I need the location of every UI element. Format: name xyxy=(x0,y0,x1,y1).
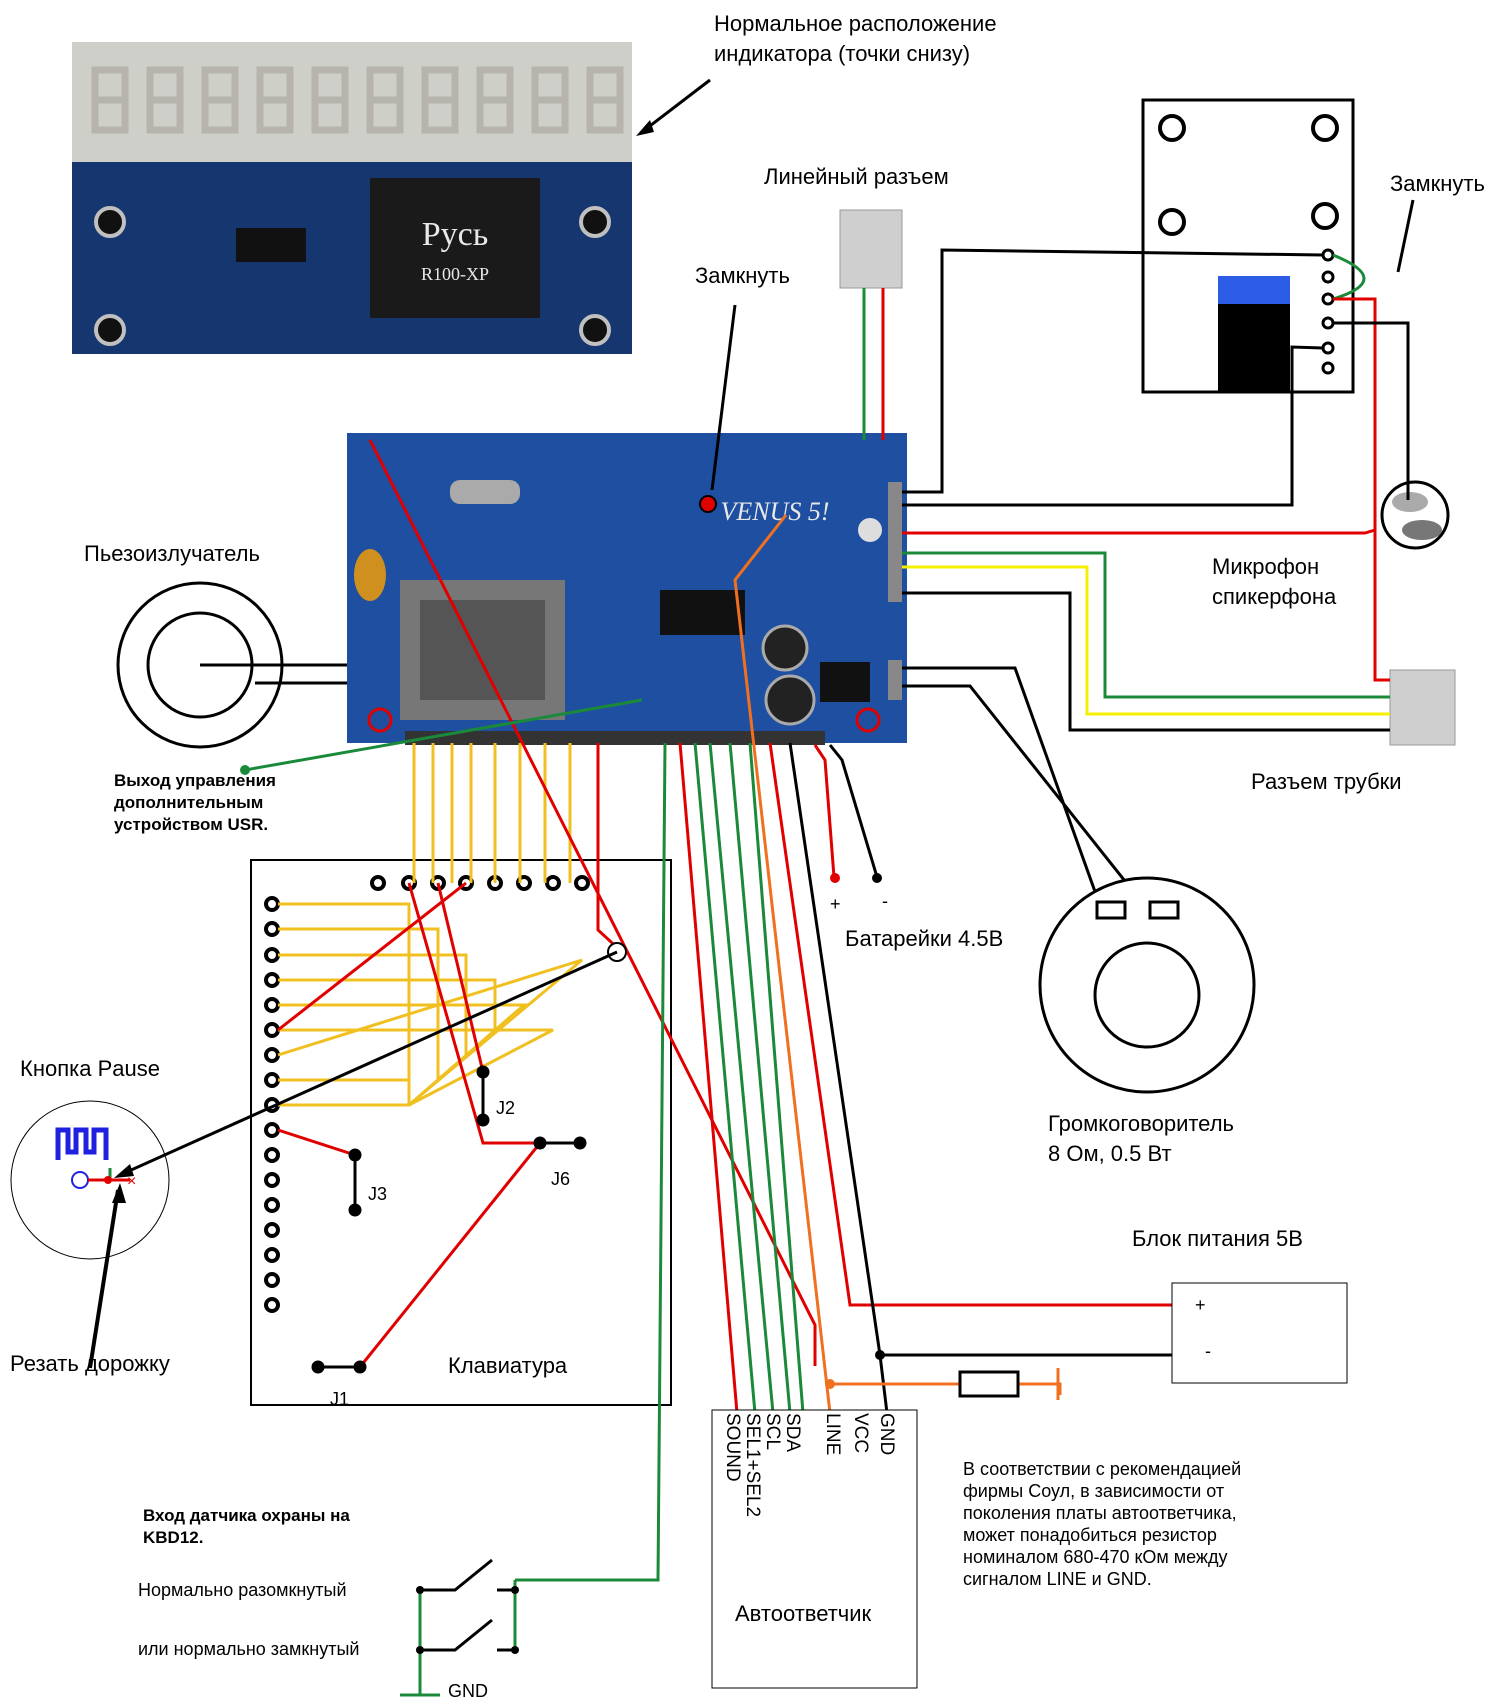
answering-machine-label: Автоответчик xyxy=(735,1601,872,1626)
handset-connector xyxy=(1389,669,1456,746)
short-arrow xyxy=(710,304,737,491)
speaker xyxy=(1038,876,1256,1094)
battery-plus: + xyxy=(830,894,841,914)
normally-open-label: Нормально разомкнутый xyxy=(138,1580,347,1600)
crystal xyxy=(450,480,520,504)
battery-label: Батарейки 4.5В xyxy=(845,926,1004,951)
piezo-buzzer xyxy=(116,581,347,749)
usr-output-line1: Выход управления xyxy=(114,771,276,790)
pause-button: × xyxy=(10,1100,170,1260)
pin-line: LINE xyxy=(822,1413,843,1456)
pin-sel: SEL1+SEL2 xyxy=(742,1413,763,1518)
line-connector xyxy=(839,209,903,289)
pin-sound: SOUND xyxy=(722,1413,743,1482)
short-center-label: Замкнуть xyxy=(695,263,790,288)
microphone xyxy=(1380,480,1450,550)
note-line5: номиналом 680-470 кОм между xyxy=(963,1547,1228,1567)
seven-segment-digits xyxy=(91,66,624,134)
j1-label: J1 xyxy=(330,1389,350,1409)
small-chip xyxy=(236,228,306,262)
indicator-arrow xyxy=(641,78,711,134)
j2-label: J2 xyxy=(496,1098,516,1118)
pause-button-label: Кнопка Pause xyxy=(20,1056,160,1081)
short-point xyxy=(699,495,717,513)
mic-label-line1: Микрофон xyxy=(1212,554,1320,579)
resistor xyxy=(958,1370,1020,1398)
pin-header-right xyxy=(888,482,902,700)
right-wires xyxy=(902,248,1410,901)
board-ic xyxy=(660,590,745,635)
psu-plus: + xyxy=(1195,1295,1206,1315)
pin-sda: SDA xyxy=(782,1413,803,1453)
speaker-label-line2: 8 Ом, 0.5 Вт xyxy=(1048,1141,1172,1166)
main-chip xyxy=(370,178,540,318)
main-board: VENUS 5! xyxy=(347,433,907,745)
capacitor xyxy=(761,624,809,672)
keyboard-label: Клавиатура xyxy=(448,1353,568,1378)
j3-label: J3 xyxy=(368,1184,388,1204)
note-line6: сигналом LINE и GND. xyxy=(963,1569,1152,1589)
piezo-label: Пьезоизлучатель xyxy=(84,541,260,566)
board-brand-text: VENUS 5! xyxy=(720,497,829,526)
display-module: Русь R100-XP xyxy=(72,42,632,354)
security-switches xyxy=(420,1558,515,1652)
psu-minus: - xyxy=(1205,1341,1211,1361)
short-right-label: Замкнуть xyxy=(1390,171,1485,196)
psu-label: Блок питания 5В xyxy=(1132,1226,1303,1251)
battery-minus: - xyxy=(882,891,888,911)
security-label-line2: KBD12. xyxy=(143,1528,204,1547)
note-line4: может понадобиться резистор xyxy=(963,1525,1217,1545)
note-line3: поколения платы автоответчика, xyxy=(963,1503,1237,1523)
indicator-note-line1: Нормальное расположение xyxy=(714,11,997,36)
handset-module xyxy=(1141,98,1366,394)
handset-connector-label: Разъем трубки xyxy=(1251,769,1402,794)
svg-text:×: × xyxy=(127,1173,136,1190)
mic-label-line2: спикерфона xyxy=(1212,584,1337,609)
pin-gnd: GND xyxy=(876,1413,897,1456)
usr-output-line3: устройством USR. xyxy=(114,815,269,834)
short-right-arrow xyxy=(1396,199,1415,273)
indicator-note-line2: индикатора (точки снизу) xyxy=(714,41,971,66)
psu xyxy=(1171,1282,1348,1384)
cut-track-label: Резать дорожку xyxy=(10,1351,170,1376)
usr-output-line2: дополнительным xyxy=(114,793,264,812)
note-line1: В соответствии с рекомендацией xyxy=(963,1459,1242,1479)
keyboard-yellow-wires xyxy=(277,743,583,1107)
normally-closed-label: или нормально замкнутый xyxy=(138,1639,360,1659)
gnd-label: GND xyxy=(448,1681,488,1701)
speaker-label-line1: Громкоговоритель xyxy=(1048,1111,1234,1136)
j6-label: J6 xyxy=(551,1169,571,1189)
pin-vcc: VCC xyxy=(850,1413,871,1454)
chip-brand-text: Русь xyxy=(422,216,489,253)
pin-header-bottom xyxy=(405,731,825,745)
note-line2: фирмы Соул, в зависимости от xyxy=(963,1481,1225,1501)
answering-machine xyxy=(711,1409,918,1689)
keyboard xyxy=(250,859,672,1406)
chip-model-text: R100-XP xyxy=(421,264,489,284)
security-label-line1: Вход датчика охраны на xyxy=(143,1506,350,1525)
pin-scl: SCL xyxy=(762,1413,783,1450)
line-connector-label: Линейный разъем xyxy=(764,164,949,189)
